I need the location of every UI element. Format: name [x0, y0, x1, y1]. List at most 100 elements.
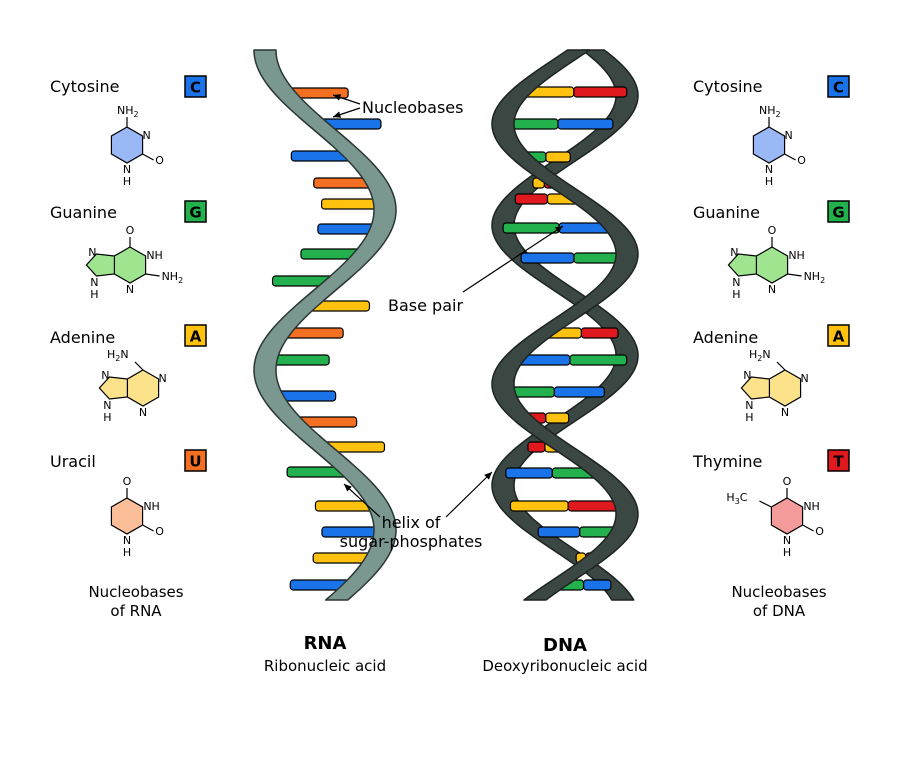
left-badge-adenine: A [184, 324, 207, 347]
left-label-guanine: Guanine [50, 203, 117, 222]
rna-subtitle: Ribonucleic acid [264, 657, 386, 675]
svg-text:N: N [88, 246, 96, 259]
right-label-cytosine: Cytosine [693, 77, 762, 96]
svg-text:N: N [743, 369, 751, 382]
svg-text:H: H [123, 175, 131, 188]
svg-text:H: H [783, 546, 791, 559]
dna-base-8-a [580, 327, 619, 339]
svg-text:N: N [142, 129, 150, 142]
svg-text:N: N [732, 276, 740, 289]
svg-text:H: H [103, 411, 111, 424]
svg-text:N: N [123, 534, 131, 547]
svg-text:O: O [815, 525, 824, 538]
svg-text:O: O [783, 475, 792, 488]
svg-text:O: O [123, 475, 132, 488]
rna-title: RNA [304, 633, 347, 654]
svg-text:N: N [158, 372, 166, 385]
svg-text:N: N [90, 276, 98, 289]
dna-base-17-a [582, 579, 612, 591]
arrow-base-pair [462, 225, 564, 293]
dna-base-2-a [545, 151, 571, 163]
dna-helix [491, 49, 639, 601]
annotations: Nucleobases Base pair helix of sugar-pho… [332, 94, 564, 551]
letter-badges: C G A U C G A T [184, 75, 850, 472]
left-label-adenine: Adenine [50, 328, 115, 347]
rna-caption-line1: Nucleobases [88, 583, 183, 601]
dna-base-4-a [514, 193, 549, 205]
svg-text:N: N [101, 369, 109, 382]
right-badge-guanine: G [827, 200, 850, 223]
right-badge-cytosine: C [827, 75, 850, 98]
svg-text:N: N [103, 399, 111, 412]
svg-text:NH2: NH2 [759, 104, 781, 119]
svg-text:N: N [783, 534, 791, 547]
svg-text:O: O [126, 224, 135, 237]
svg-text:O: O [155, 154, 164, 167]
svg-text:H: H [732, 288, 740, 301]
svg-text:C: C [833, 79, 844, 97]
svg-text:NH: NH [143, 500, 160, 513]
left-badge-guanine: G [184, 200, 207, 223]
svg-text:O: O [768, 224, 777, 237]
left-base-labels: Cytosine Guanine Adenine Uracil [50, 77, 119, 471]
dna-base-9-a [569, 354, 628, 366]
left-badge-uracil: U [184, 449, 207, 472]
right-label-thymine: Thymine [692, 452, 762, 471]
svg-text:A: A [833, 328, 845, 346]
annotation-helix-line1: helix of [382, 513, 441, 532]
svg-text:H: H [745, 411, 753, 424]
dna-base-1-a [557, 118, 614, 130]
svg-text:H: H [90, 288, 98, 301]
svg-text:NH2: NH2 [117, 104, 139, 119]
svg-text:T: T [833, 453, 844, 471]
svg-text:H: H [765, 175, 773, 188]
svg-text:NH2: NH2 [804, 270, 826, 285]
svg-text:N: N [139, 406, 147, 419]
dna-subtitle: Deoxyribonucleic acid [482, 657, 647, 675]
dna-base-11-a [545, 412, 570, 424]
left-badge-cytosine: C [184, 75, 207, 98]
svg-text:C: C [190, 79, 201, 97]
rna-helix [253, 49, 397, 601]
svg-text:H3C: H3C [726, 491, 747, 506]
arrow-nucleobases-1 [332, 94, 361, 105]
svg-text:N: N [730, 246, 738, 259]
svg-text:N: N [126, 283, 134, 296]
arrow-nucleobases-2 [332, 107, 361, 118]
dna-base-10-a [553, 386, 606, 398]
svg-text:N: N [784, 129, 792, 142]
right-molecule-thymine: O NH O NH H3C [726, 475, 824, 559]
svg-text:G: G [189, 204, 201, 222]
right-label-guanine: Guanine [693, 203, 760, 222]
dna-title: DNA [543, 635, 587, 656]
svg-text:G: G [832, 204, 844, 222]
svg-text:H2N: H2N [107, 348, 129, 363]
svg-text:N: N [765, 163, 773, 176]
dna-base-5-a [502, 222, 560, 234]
rna-caption-line2: of RNA [110, 602, 162, 620]
captions: Nucleobases of RNA Nucleobases of DNA [88, 583, 826, 620]
svg-text:NH: NH [803, 500, 820, 513]
svg-text:N: N [745, 399, 753, 412]
svg-text:O: O [155, 525, 164, 538]
svg-text:NH: NH [146, 249, 163, 262]
svg-text:NH: NH [788, 249, 805, 262]
svg-text:U: U [189, 453, 201, 471]
right-badge-adenine: A [827, 324, 850, 347]
svg-text:N: N [768, 283, 776, 296]
molecule-structures: NH2NONHNNHONHNH2NNNHH2NNNONHONHNH2NONHNN… [85, 104, 826, 559]
svg-text:NH2: NH2 [162, 270, 184, 285]
arrow-helix-dna [445, 471, 493, 518]
dna-base-14-a [509, 500, 569, 512]
dna-caption-line1: Nucleobases [731, 583, 826, 601]
left-label-cytosine: Cytosine [50, 77, 119, 96]
right-base-labels: Cytosine Guanine Adenine Thymine [692, 77, 762, 471]
